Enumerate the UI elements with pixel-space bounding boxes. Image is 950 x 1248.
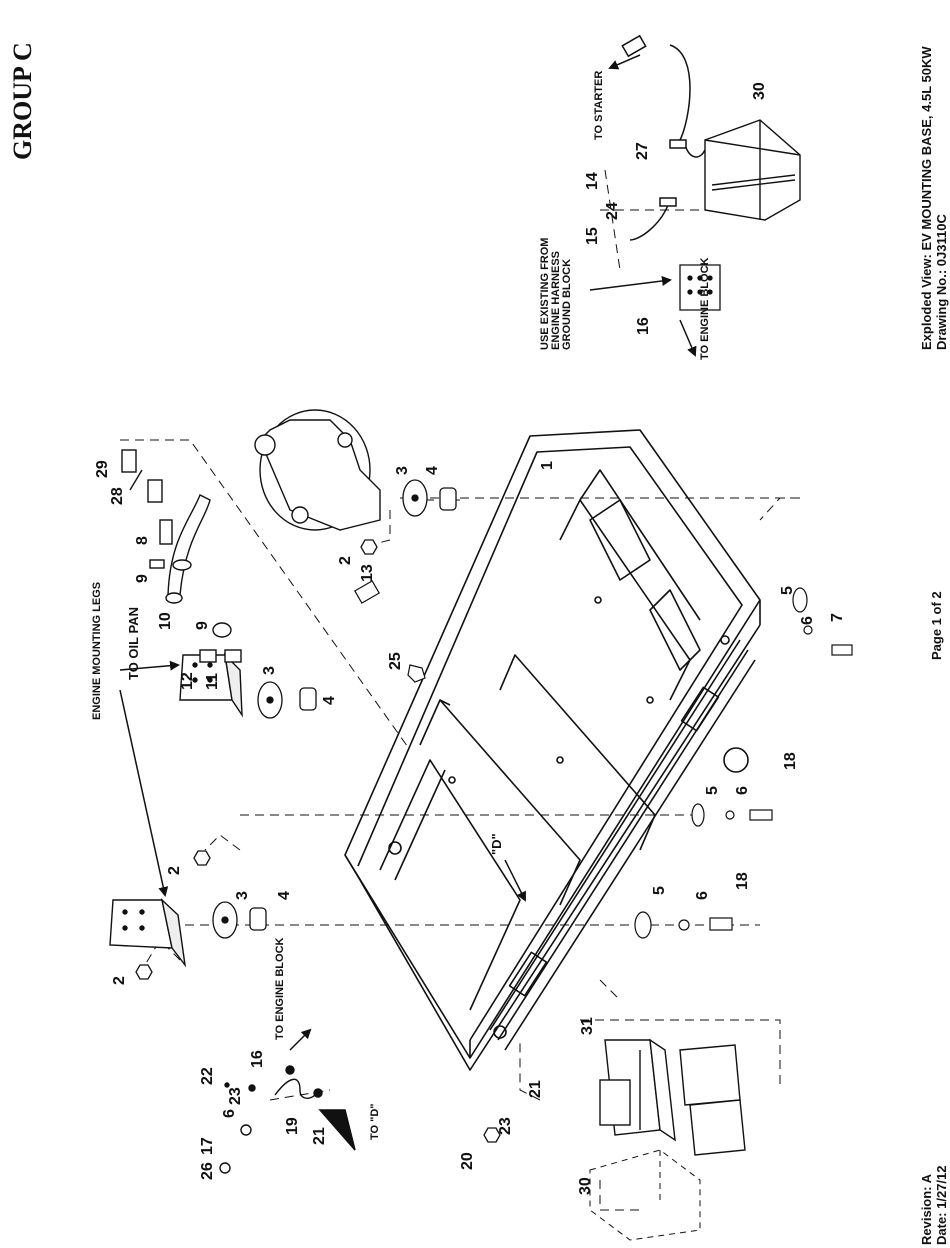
revision-date: Date: 1/27/12 <box>934 1165 949 1246</box>
part-number: 15 <box>584 227 601 245</box>
part-number: 28 <box>109 487 126 505</box>
part-number: 6 <box>734 786 751 795</box>
control-module <box>599 1038 746 1156</box>
part-number: 21 <box>311 1127 328 1145</box>
part-number: 16 <box>249 1050 266 1068</box>
part-number: 3 <box>261 666 278 675</box>
direction-arrows <box>289 54 697 1151</box>
mounting-leg-arrows <box>119 660 180 897</box>
battery-cables <box>621 34 706 241</box>
part-number: 1 <box>539 461 556 470</box>
part-number: 29 <box>94 460 111 478</box>
part-number: 13 <box>359 564 376 582</box>
part-number: 26 <box>199 1162 216 1180</box>
callout-engine-mounting-legs: ENGINE MOUNTING LEGS <box>91 581 103 720</box>
group-title: GROUP C <box>8 42 37 160</box>
part-number: 18 <box>782 752 799 770</box>
callout-to-oil-pan: TO OIL PAN <box>126 607 141 680</box>
part-number: 31 <box>579 1017 596 1035</box>
part-number: 18 <box>734 872 751 890</box>
part-number: 6 <box>799 616 816 625</box>
engine-mounting-leg-lower <box>109 897 187 968</box>
part-number: 19 <box>284 1117 301 1135</box>
part-number: 4 <box>424 466 441 475</box>
part-number: 4 <box>321 696 338 705</box>
exploded-view-title: Exploded View: EV MOUNTING BASE, 4.5L 50… <box>919 46 934 350</box>
battery <box>704 119 801 221</box>
part-number: 9 <box>134 574 151 583</box>
callout-detail-d: "D" <box>489 833 504 855</box>
part-number: 21 <box>527 1080 544 1098</box>
ground-block <box>679 264 721 311</box>
callout-use-existing: USE EXISTING FROM ENGINE HARNESS GROUND … <box>539 237 573 350</box>
engine-mounting-leg-upper <box>179 652 243 718</box>
base-frame <box>344 429 761 1071</box>
part-number: 2 <box>111 976 128 985</box>
oil-drain-hose <box>121 449 242 663</box>
part-number: 5 <box>779 586 796 595</box>
part-number: 10 <box>157 612 174 630</box>
callout-to-d: TO "D" <box>369 1103 381 1140</box>
callout-to-engine-block-right: TO ENGINE BLOCK <box>699 257 711 360</box>
small-parts <box>354 580 426 683</box>
part-number: 27 <box>634 142 651 160</box>
washers-bolts <box>634 587 853 939</box>
part-number: 30 <box>751 82 768 100</box>
drawing-number: Drawing No.: 0J3110C <box>934 214 949 350</box>
ground-wire <box>219 1065 323 1174</box>
part-number: 12 <box>179 672 196 690</box>
hex-nuts <box>135 539 501 1143</box>
dashed-leaders <box>120 169 800 1211</box>
part-number: 6 <box>694 891 711 900</box>
part-number: 9 <box>194 621 211 630</box>
part-number: 4 <box>276 891 293 900</box>
battery-ghost <box>589 1149 701 1241</box>
part-number: 23 <box>497 1117 514 1135</box>
part-number: 5 <box>651 886 668 895</box>
part-number: 30 <box>577 1177 594 1195</box>
isolator-mounts <box>212 479 457 939</box>
part-number: 16 <box>635 317 652 335</box>
part-number: 3 <box>394 466 411 475</box>
part-number: 7 <box>829 613 846 622</box>
part-number: 5 <box>704 786 721 795</box>
part-number: 24 <box>604 202 621 220</box>
part-number: 2 <box>166 866 183 875</box>
part-number: 11 <box>204 673 221 690</box>
callout-to-engine-block-left: TO ENGINE BLOCK <box>274 937 286 1040</box>
page-indicator: Page 1 of 2 <box>929 591 944 660</box>
part-number: 3 <box>234 891 251 900</box>
callout-to-starter: TO STARTER <box>593 70 605 140</box>
flywheel-housing <box>254 409 381 531</box>
part-number: 25 <box>387 652 404 670</box>
part-number: 8 <box>134 536 151 545</box>
part-number: 23 <box>227 1087 244 1105</box>
part-number: 22 <box>199 1067 216 1085</box>
part-number: 6 <box>221 1109 238 1118</box>
revision: Revision: A <box>919 1173 934 1245</box>
part-number: 20 <box>459 1152 476 1170</box>
part-number: 2 <box>337 556 354 565</box>
part-number: 17 <box>199 1137 216 1155</box>
part-number: 14 <box>584 172 601 190</box>
